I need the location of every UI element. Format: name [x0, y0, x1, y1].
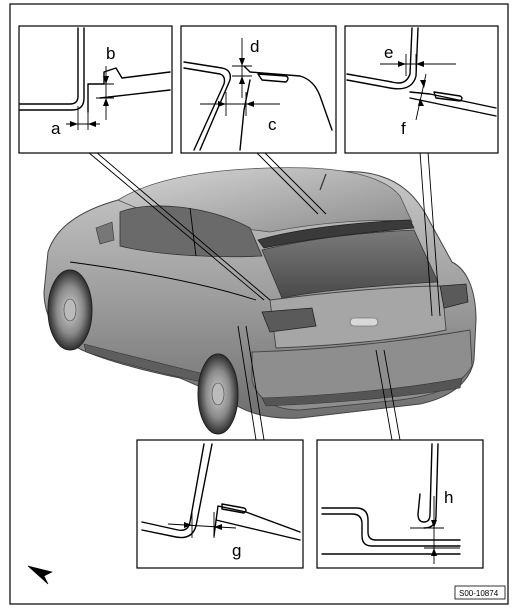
tailgate-edge-outer: [346, 27, 413, 84]
panel-edge-vertical-inner: [19, 27, 85, 111]
detail-box-a-b: [18, 25, 173, 154]
label-g: g: [232, 541, 241, 560]
label-a: a: [51, 119, 61, 138]
dim-arrow-a-right: [88, 121, 96, 127]
bumper-lower-trim: [261, 377, 463, 407]
dim-arrow-g-right: [214, 524, 222, 530]
detail-view-a-b: a b: [18, 25, 173, 154]
dim-arrow-e-left: [398, 61, 406, 67]
dim-arrow-f-top: [420, 80, 426, 88]
roof-edge-outer: [183, 61, 232, 151]
panel-edge-right: [87, 67, 171, 113]
leader-line-top-center: [255, 151, 327, 215]
travel-direction-arrow-icon: [27, 565, 53, 585]
side-windows: [119, 205, 263, 258]
adjacent-panel-lower: [239, 79, 251, 151]
label-c: c: [268, 115, 277, 134]
tailgate: [269, 285, 447, 349]
leader-line-bottom-right: [375, 349, 401, 441]
label-h: h: [444, 488, 453, 507]
detail-view-g: g: [136, 439, 304, 569]
bumper-profile-inner: [321, 513, 461, 547]
adjacent-panel-top: [243, 65, 333, 131]
adjacent-panel-lip: [257, 73, 289, 83]
tailgate-edge-inner: [346, 27, 419, 90]
detail-view-h: h: [316, 439, 484, 569]
detail-box-e-f: [344, 25, 499, 154]
front-wheel-hub: [63, 298, 77, 322]
label-b: b: [106, 44, 115, 63]
dim-arrow-g-left: [184, 522, 192, 528]
dim-arrow-a-left: [70, 121, 78, 127]
bumper-panel-lower: [215, 519, 301, 541]
dim-arrow-d-bottom: [239, 76, 245, 84]
detail-box-h: [316, 439, 484, 569]
detail-view-e-f: e f: [344, 25, 499, 154]
bumper-panel-lip: [221, 503, 247, 514]
window-pillar: [189, 207, 197, 257]
rear-badge: [349, 317, 379, 327]
bumper-profile-outer: [321, 507, 461, 541]
rear-wheel-hub: [211, 382, 225, 406]
figure-code: S00-10874: [459, 589, 499, 598]
label-d: d: [250, 37, 259, 56]
detail-box-g: [136, 439, 304, 569]
label-e: e: [384, 43, 393, 62]
car-rear-view: [43, 167, 477, 435]
tail-light-right: [439, 283, 469, 309]
outer-frame: [9, 3, 509, 605]
dim-arrow-h-top: [431, 520, 437, 528]
roof-edge-inner: [183, 67, 226, 151]
figure-code-box: [454, 585, 506, 600]
rear-spoiler: [257, 219, 415, 249]
dim-arrow-e-right: [416, 61, 424, 67]
lower-panel-lip: [433, 91, 463, 102]
dim-arrow-b-bottom: [103, 98, 109, 106]
side-mirror: [95, 221, 115, 245]
bumper-panel: [213, 505, 301, 537]
dim-arrow-h-bottom: [431, 548, 437, 556]
dim-line-g: [167, 523, 237, 529]
panel-edge-right-lower: [99, 89, 171, 99]
body-side-crease: [69, 261, 257, 301]
dim-arrow-c-left: [218, 101, 226, 107]
detail-box-c-d: [180, 25, 337, 154]
panel-edge-vertical: [19, 27, 79, 105]
leader-line-bottom-left: [237, 325, 265, 441]
leader-line-top-left: [87, 151, 271, 301]
rear-window: [261, 229, 439, 299]
lower-panel-top: [409, 91, 497, 109]
dim-arrow-d-top: [239, 58, 245, 66]
roof-antenna: [319, 173, 327, 191]
dim-arrow-b-top: [103, 76, 109, 84]
label-f: f: [401, 119, 406, 138]
lower-panel: [409, 97, 497, 117]
leader-lines: [87, 151, 441, 441]
detail-view-c-d: d c: [180, 25, 337, 154]
dim-arrow-f-bottom: [418, 98, 424, 106]
dim-arrow-c-right: [246, 101, 254, 107]
leader-line-top-right: [419, 151, 441, 317]
tailgate-fold-outer: [417, 443, 433, 523]
fender-edge-outer: [141, 443, 205, 532]
tail-light-left: [261, 307, 317, 333]
